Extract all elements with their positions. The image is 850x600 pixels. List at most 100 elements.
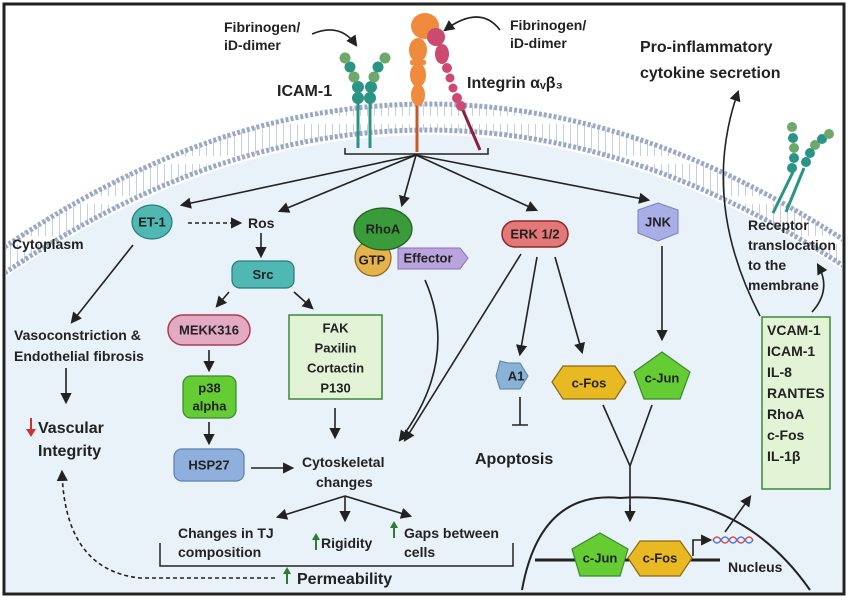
svg-text:MEKK316: MEKK316 xyxy=(179,323,239,338)
translocated-receptor-icon xyxy=(771,122,834,214)
svg-text:Paxilin: Paxilin xyxy=(315,341,357,356)
svg-text:c-Jun: c-Jun xyxy=(583,551,618,566)
src-to-mekk-arrow xyxy=(215,291,230,308)
svg-text:HSP27: HSP27 xyxy=(188,458,229,473)
mekk316-node: MEKK316 xyxy=(167,314,251,346)
svg-text:p38: p38 xyxy=(198,381,220,396)
svg-text:c-Fos: c-Fos xyxy=(767,427,805,443)
src-node: Src xyxy=(231,260,295,289)
svg-text:Cortactin: Cortactin xyxy=(307,361,364,376)
tj-label-2: composition xyxy=(178,544,261,560)
rhoa-complex: RhoA GTP Effector xyxy=(353,207,469,277)
svg-text:ICAM-1: ICAM-1 xyxy=(767,343,815,359)
cell-membrane xyxy=(6,101,842,276)
fak-complex-box: FAK Paxilin Cortactin P130 xyxy=(288,314,383,400)
svg-text:VCAM-1: VCAM-1 xyxy=(767,322,821,338)
vascular-integrity-label-2: Integrity xyxy=(38,443,101,460)
fibrinogen-left-label-1: Fibrinogen/ xyxy=(224,19,300,35)
receptor-translocation-label-2: translocation xyxy=(748,237,836,253)
cjun-node: c-Jun xyxy=(633,351,691,400)
svg-text:JNK: JNK xyxy=(645,215,672,230)
nucleus-label: Nucleus xyxy=(728,559,783,575)
fibrinogen-left-label-2: iD-dimer xyxy=(224,37,281,53)
permeability-bracket xyxy=(159,543,514,567)
erk12-node: ERK 1/2 xyxy=(501,220,569,248)
pro-inflammatory-label-2: cytokine secretion xyxy=(640,65,781,82)
rhoa-label: RhoA xyxy=(366,222,401,237)
svg-text:P130: P130 xyxy=(320,381,350,396)
up-arrow-icon xyxy=(390,521,398,538)
down-arrow-icon xyxy=(26,418,36,437)
secretion-arrow xyxy=(722,89,761,317)
svg-text:ERK 1/2: ERK 1/2 xyxy=(510,227,559,242)
receptor-translocation-label-1: Receptor xyxy=(748,217,809,233)
vasoconstriction-label-1: Vasoconstriction & xyxy=(14,327,141,343)
cytoskeletal-label-1: Cytoskeletal xyxy=(302,454,384,470)
receptor-translocation-label-3: to the xyxy=(748,257,786,273)
a1-inhibits-apoptosis xyxy=(512,397,528,426)
fibrinogen-right-arrow xyxy=(443,16,501,32)
svg-text:c-Jun: c-Jun xyxy=(645,371,680,386)
icam1-receptor-icon xyxy=(339,52,391,148)
to-tj-arrow xyxy=(275,495,346,520)
rigidity-label: Rigidity xyxy=(321,535,373,551)
src-to-fak-arrow xyxy=(293,291,314,310)
gtp-label: GTP xyxy=(359,253,386,268)
et1-to-vasoconstriction-arrow xyxy=(70,244,134,324)
vascular-integrity-label-1: Vascular xyxy=(38,420,104,437)
apoptosis-label: Apoptosis xyxy=(475,451,553,468)
cytoplasm-label: Cytoplasm xyxy=(12,236,84,252)
et1-node: ET-1 xyxy=(131,204,173,240)
gaps-label-2: cells xyxy=(404,544,435,560)
svg-text:A1: A1 xyxy=(508,369,525,384)
integrin-icon xyxy=(409,13,482,152)
integrin-label: Integrin αᵥβ₃ xyxy=(467,75,563,92)
nuclear-cjun-node: c-Jun xyxy=(571,532,629,577)
erk-to-cfos-arrow xyxy=(554,256,585,355)
transcription-start-arrow xyxy=(692,534,713,556)
up-arrow-icon xyxy=(312,533,320,550)
svg-text:RANTES: RANTES xyxy=(767,385,825,401)
cfos-node: c-Fos xyxy=(551,365,627,400)
svg-text:c-Fos: c-Fos xyxy=(572,376,607,391)
fibrinogen-left-arrow xyxy=(311,29,358,47)
permeability-to-integrity-arrow xyxy=(56,469,275,579)
receptor-bracket xyxy=(344,148,489,155)
icam1-label: ICAM-1 xyxy=(277,83,332,100)
p38-alpha-node: p38 alpha xyxy=(182,375,237,419)
mrna-icon xyxy=(712,536,754,544)
to-gaps-arrow xyxy=(344,495,413,519)
translocation-arrow xyxy=(811,263,828,313)
svg-text:Src: Src xyxy=(253,267,274,282)
pro-inflammatory-label-1: Pro-inflammatory xyxy=(640,39,773,56)
a1-node: A1 xyxy=(495,360,529,390)
nucleus-envelope xyxy=(521,496,811,591)
nucleus-to-secretion-arrow xyxy=(724,495,752,533)
erk-to-a1-arrow xyxy=(516,256,538,357)
jnk-node: JNK xyxy=(637,202,679,242)
svg-text:RhoA: RhoA xyxy=(767,406,804,422)
up-arrow-icon xyxy=(283,567,291,584)
svg-text:IL-8: IL-8 xyxy=(767,364,792,380)
svg-text:alpha: alpha xyxy=(193,399,228,414)
ros-label: Ros xyxy=(248,215,275,231)
svg-text:FAK: FAK xyxy=(323,321,350,336)
svg-text:ET-1: ET-1 xyxy=(138,215,165,230)
fibrinogen-right-label-2: iD-dimer xyxy=(510,35,567,51)
svg-text:c-Fos: c-Fos xyxy=(643,551,678,566)
vasoconstriction-label-2: Endothelial fibrosis xyxy=(14,348,144,364)
tj-label-1: Changes in TJ xyxy=(178,525,274,541)
cytoskeletal-label-2: changes xyxy=(316,474,373,490)
cytokine-list-box: VCAM-1 ICAM-1 IL-8 RANTES RhoA c-Fos IL-… xyxy=(761,316,831,490)
effector-to-cytoskeletal-arrow xyxy=(398,279,439,442)
effector-label: Effector xyxy=(403,251,452,266)
svg-text:IL-1β: IL-1β xyxy=(767,448,801,464)
erk-to-cytoskeletal-arrow xyxy=(403,253,522,442)
receptor-signal-arrows xyxy=(179,154,651,213)
fibrinogen-right-label-1: Fibrinogen/ xyxy=(510,17,586,33)
nuclear-cfos-node: c-Fos xyxy=(627,540,693,577)
permeability-label: Permeability xyxy=(297,571,392,588)
hsp27-node: HSP27 xyxy=(173,448,245,482)
receptor-translocation-label-4: membrane xyxy=(748,277,819,293)
